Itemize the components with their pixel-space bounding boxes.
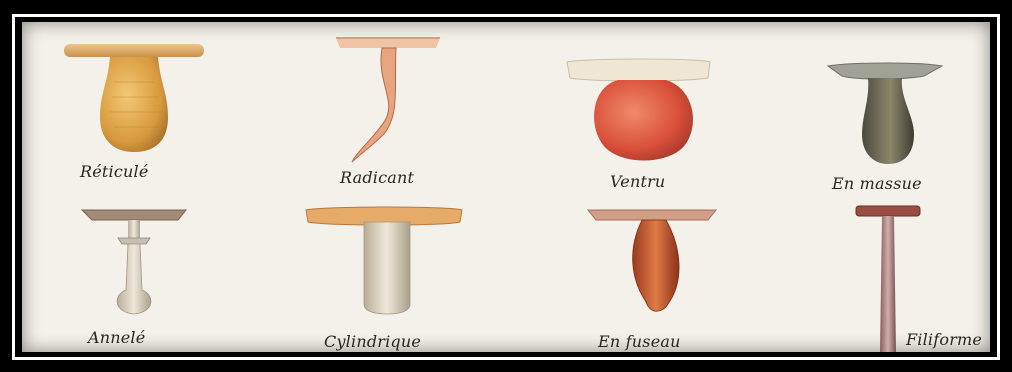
stipe-label-cylindrique: Cylindrique: [324, 332, 421, 351]
ventru-mushroom-illustration: [567, 59, 710, 161]
stipe-label-reticule: Réticulé: [80, 162, 149, 181]
en-fuseau-mushroom-illustration: [588, 210, 716, 311]
mushroom-stipe-plate: Réticulé Radicant Ventru En massue Annel…: [22, 22, 990, 352]
reticule-mushroom-illustration: [64, 44, 204, 152]
cylindrique-mushroom-illustration: [306, 207, 462, 314]
stipe-label-filiforme: Filiforme: [906, 330, 982, 349]
stipe-label-en-massue: En massue: [832, 174, 922, 193]
en-massue-mushroom-illustration: [828, 63, 942, 164]
radicant-mushroom-illustration: [336, 38, 440, 162]
annele-mushroom-illustration: [82, 210, 186, 314]
stipe-label-en-fuseau: En fuseau: [598, 332, 681, 351]
stipe-label-annele: Annelé: [88, 328, 145, 347]
stipe-label-ventru: Ventru: [610, 172, 665, 191]
stipe-label-radicant: Radicant: [340, 168, 414, 187]
